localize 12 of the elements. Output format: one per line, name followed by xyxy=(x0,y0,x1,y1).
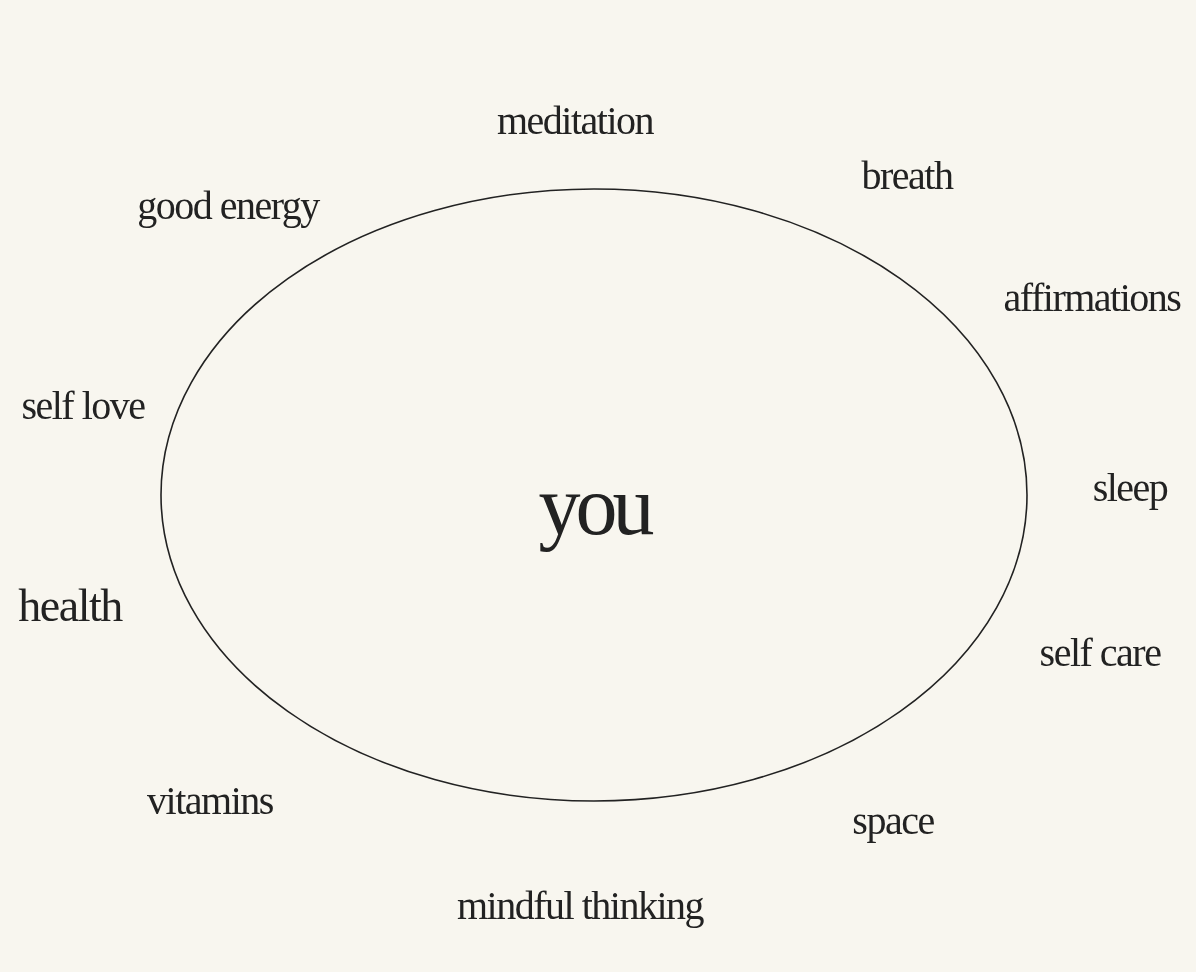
surrounding-word: sleep xyxy=(1092,463,1168,511)
center-word: you xyxy=(538,457,650,554)
surrounding-word: self love xyxy=(21,381,145,429)
surrounding-word: good energy xyxy=(137,181,319,229)
surrounding-word: meditation xyxy=(496,96,654,144)
surrounding-word: breath xyxy=(861,151,953,199)
surrounding-word: health xyxy=(18,578,122,632)
surrounding-word: space xyxy=(852,796,934,844)
surrounding-word: affirmations xyxy=(1003,273,1181,321)
surrounding-word: self care xyxy=(1039,628,1161,676)
surrounding-word: vitamins xyxy=(147,776,273,824)
surrounding-word: mindful thinking xyxy=(457,881,703,929)
